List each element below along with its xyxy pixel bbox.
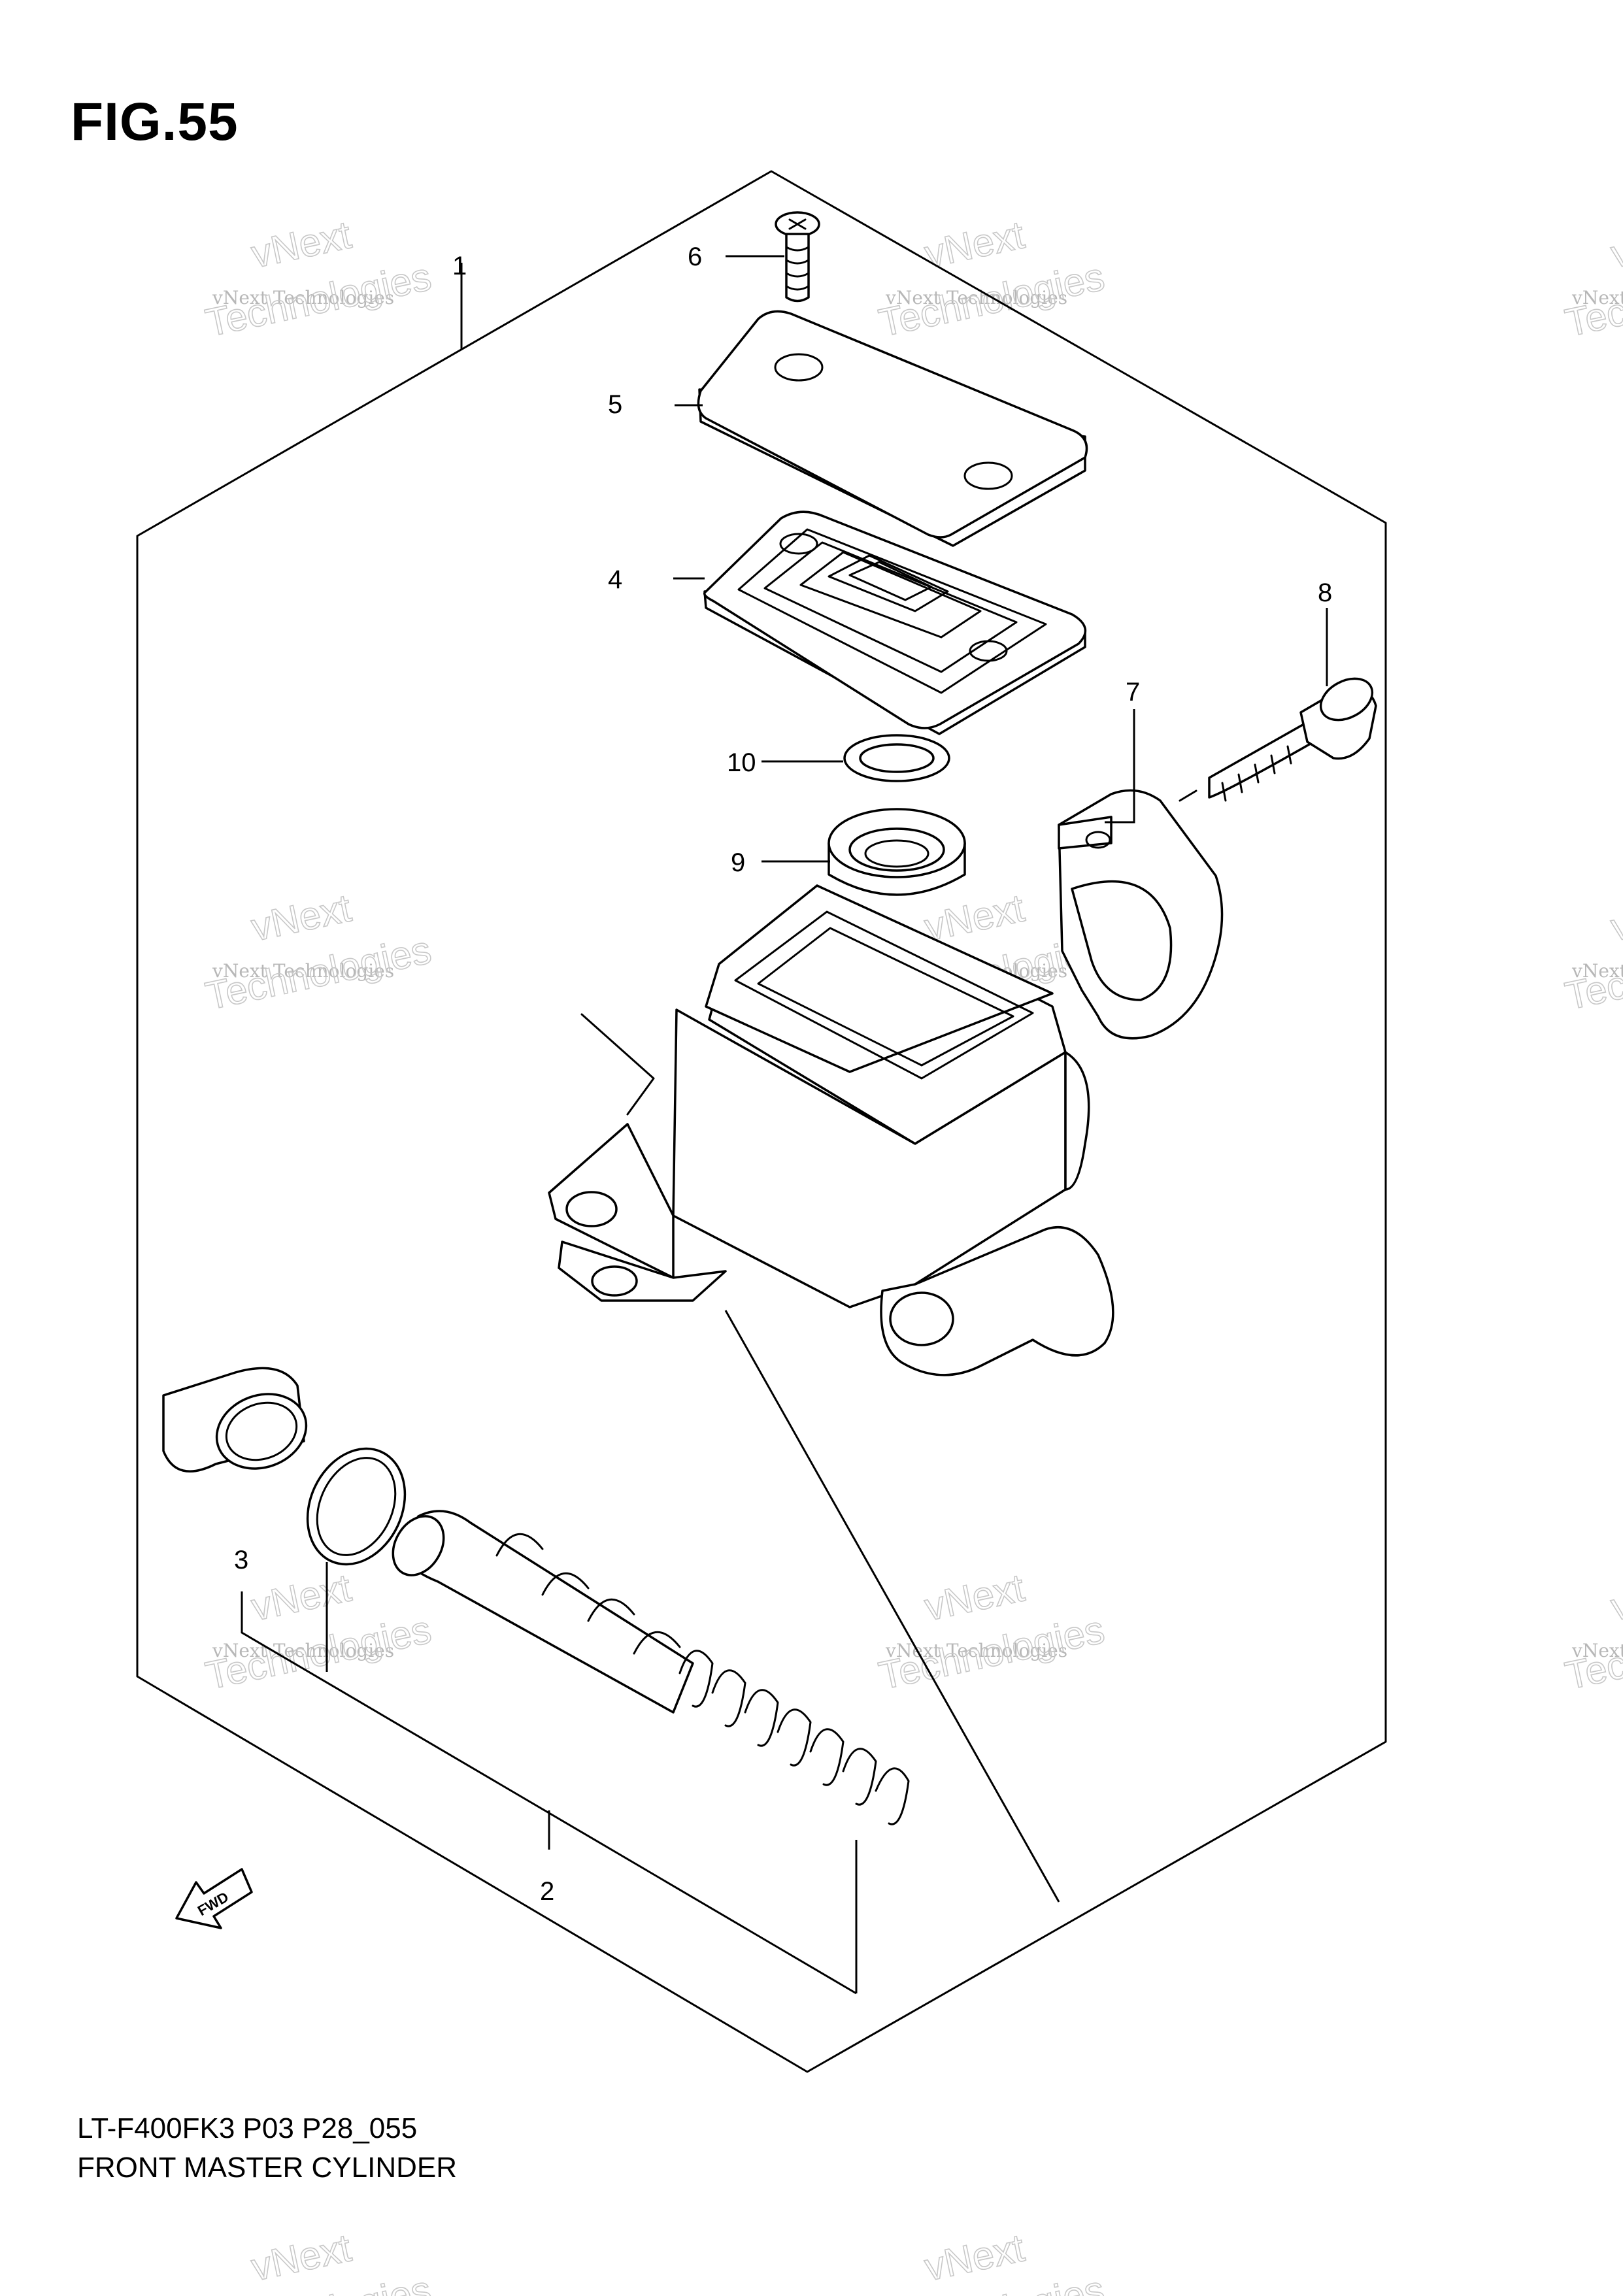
watermark-text: vNext Technologies xyxy=(1571,1640,1623,1661)
watermark-brand: vNext xyxy=(248,212,355,276)
callout-7[interactable]: 7 xyxy=(1126,678,1140,707)
part-5-reservoir-cap[interactable] xyxy=(697,310,1088,547)
leader-lines xyxy=(241,255,1328,1995)
callout-3[interactable]: 3 xyxy=(234,1546,248,1574)
watermark-company: Technologies xyxy=(875,254,1109,344)
callout-9[interactable]: 9 xyxy=(731,848,745,877)
watermark-brand: vNext xyxy=(248,1565,355,1629)
master-cylinder-body[interactable] xyxy=(548,884,1114,1376)
callout-5[interactable]: 5 xyxy=(608,390,622,419)
watermark-brand: vNext xyxy=(1607,212,1623,276)
callout-8[interactable]: 8 xyxy=(1318,578,1332,607)
watermark-text: vNext Technologies xyxy=(1571,287,1623,308)
watermark-company: Technologies xyxy=(202,254,435,344)
part-6-screw[interactable] xyxy=(775,211,820,303)
part-9-seal[interactable] xyxy=(828,808,966,896)
watermark-company: Technologies xyxy=(1562,254,1623,344)
figure-title: FIG.55 xyxy=(71,92,239,152)
watermark-company: Technologies xyxy=(1562,1607,1623,1697)
watermark-text: vNext Technologies xyxy=(885,287,1067,308)
watermark-text: vNext Technologies xyxy=(212,960,394,982)
assembly-outline xyxy=(136,170,1387,2073)
part-8-bolt[interactable] xyxy=(1179,671,1379,802)
part-7-clamp[interactable] xyxy=(1058,789,1224,1040)
figure-name: FRONT MASTER CYLINDER xyxy=(77,2152,458,2184)
callout-1[interactable]: 1 xyxy=(452,252,467,280)
watermark-text: vNext Technologies xyxy=(885,1640,1067,1661)
part-2-piston-spring[interactable] xyxy=(383,1507,910,1825)
callout-10[interactable]: 10 xyxy=(727,748,756,777)
model-code: LT-F400FK3 P03 P28_055 xyxy=(77,2112,418,2144)
watermark-company: Technologies xyxy=(202,1607,435,1697)
watermark-company: Technologies xyxy=(202,927,435,1018)
watermark-text: vNext Technologies xyxy=(212,1640,394,1661)
watermark-text: vNext Technologies xyxy=(1571,960,1623,982)
callout-6[interactable]: 6 xyxy=(688,242,702,271)
fwd-arrow-icon: FWD xyxy=(175,1868,253,1929)
watermark-brand: vNext xyxy=(921,1565,1028,1629)
watermark-brand: vNext xyxy=(248,2225,355,2289)
part-4-diaphragm[interactable] xyxy=(703,510,1087,735)
watermark-brand: vNext xyxy=(248,886,355,949)
callout-labels: 1 2 3 4 5 6 7 8 9 10 xyxy=(234,242,1332,1906)
callout-2[interactable]: 2 xyxy=(540,1877,554,1906)
watermark-brand: vNext xyxy=(1607,886,1623,949)
watermark-company: Technologies xyxy=(875,1607,1109,1697)
part-circlip[interactable] xyxy=(290,1433,424,1580)
watermark-text: vNext Technologies xyxy=(212,287,394,308)
part-3-boot[interactable] xyxy=(162,1367,317,1480)
watermark-brand: vNext xyxy=(1607,1565,1623,1629)
callout-4[interactable]: 4 xyxy=(608,565,622,594)
watermark-brand: vNext xyxy=(921,2225,1028,2289)
part-10-ring[interactable] xyxy=(843,734,950,782)
watermark-company: Technologies xyxy=(1562,927,1623,1018)
